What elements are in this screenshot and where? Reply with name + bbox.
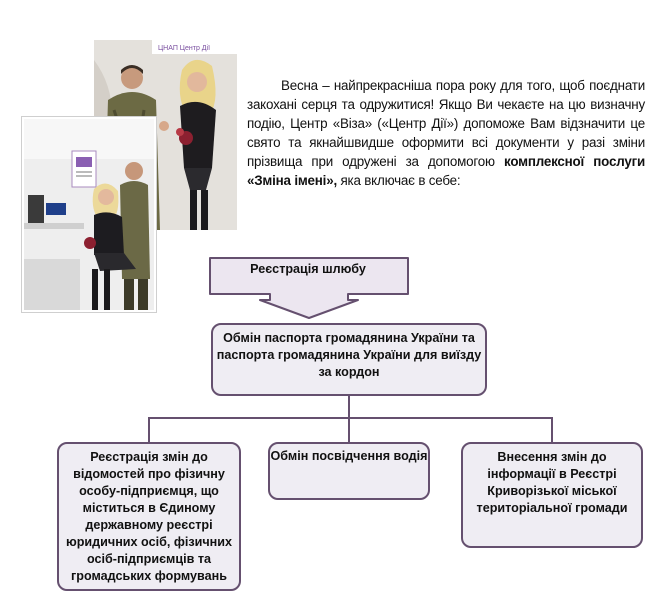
entrepreneur-registry-box: Реєстрація змін до відомостей про фізичн…: [57, 442, 241, 591]
intro-text-end: яка включає в себе:: [336, 173, 461, 188]
intro-text: Весна – найпрекрасніша пора року для тог…: [247, 78, 645, 169]
community-registry-label: Внесення змін до інформації в Реєстрі Кр…: [476, 450, 628, 515]
passport-exchange-box: Обмін паспорта громадянина України та па…: [211, 323, 487, 396]
marriage-registration-label: Реєстрація шлюбу: [250, 262, 366, 276]
community-registry-box: Внесення змін до інформації в Реєстрі Кр…: [461, 442, 643, 548]
driver-license-box: Обмін посвідчення водія: [268, 442, 430, 500]
passport-exchange-label: Обмін паспорта громадянина України та па…: [216, 331, 482, 379]
service-center-illustration: [24, 119, 154, 310]
entrepreneur-registry-label: Реєстрація змін до відомостей про фізичн…: [65, 450, 233, 583]
center-sign: ЦНАП Центр Дії: [158, 44, 210, 52]
wedding-photo-service-center: [22, 117, 156, 312]
driver-license-label: Обмін посвідчення водія: [270, 449, 428, 463]
marriage-registration-arrow: [209, 257, 409, 319]
intro-service-name: комплексної послуги «Зміна імені»,: [247, 154, 645, 188]
intro-paragraph: Весна – найпрекрасніша пора року для тог…: [247, 76, 645, 190]
